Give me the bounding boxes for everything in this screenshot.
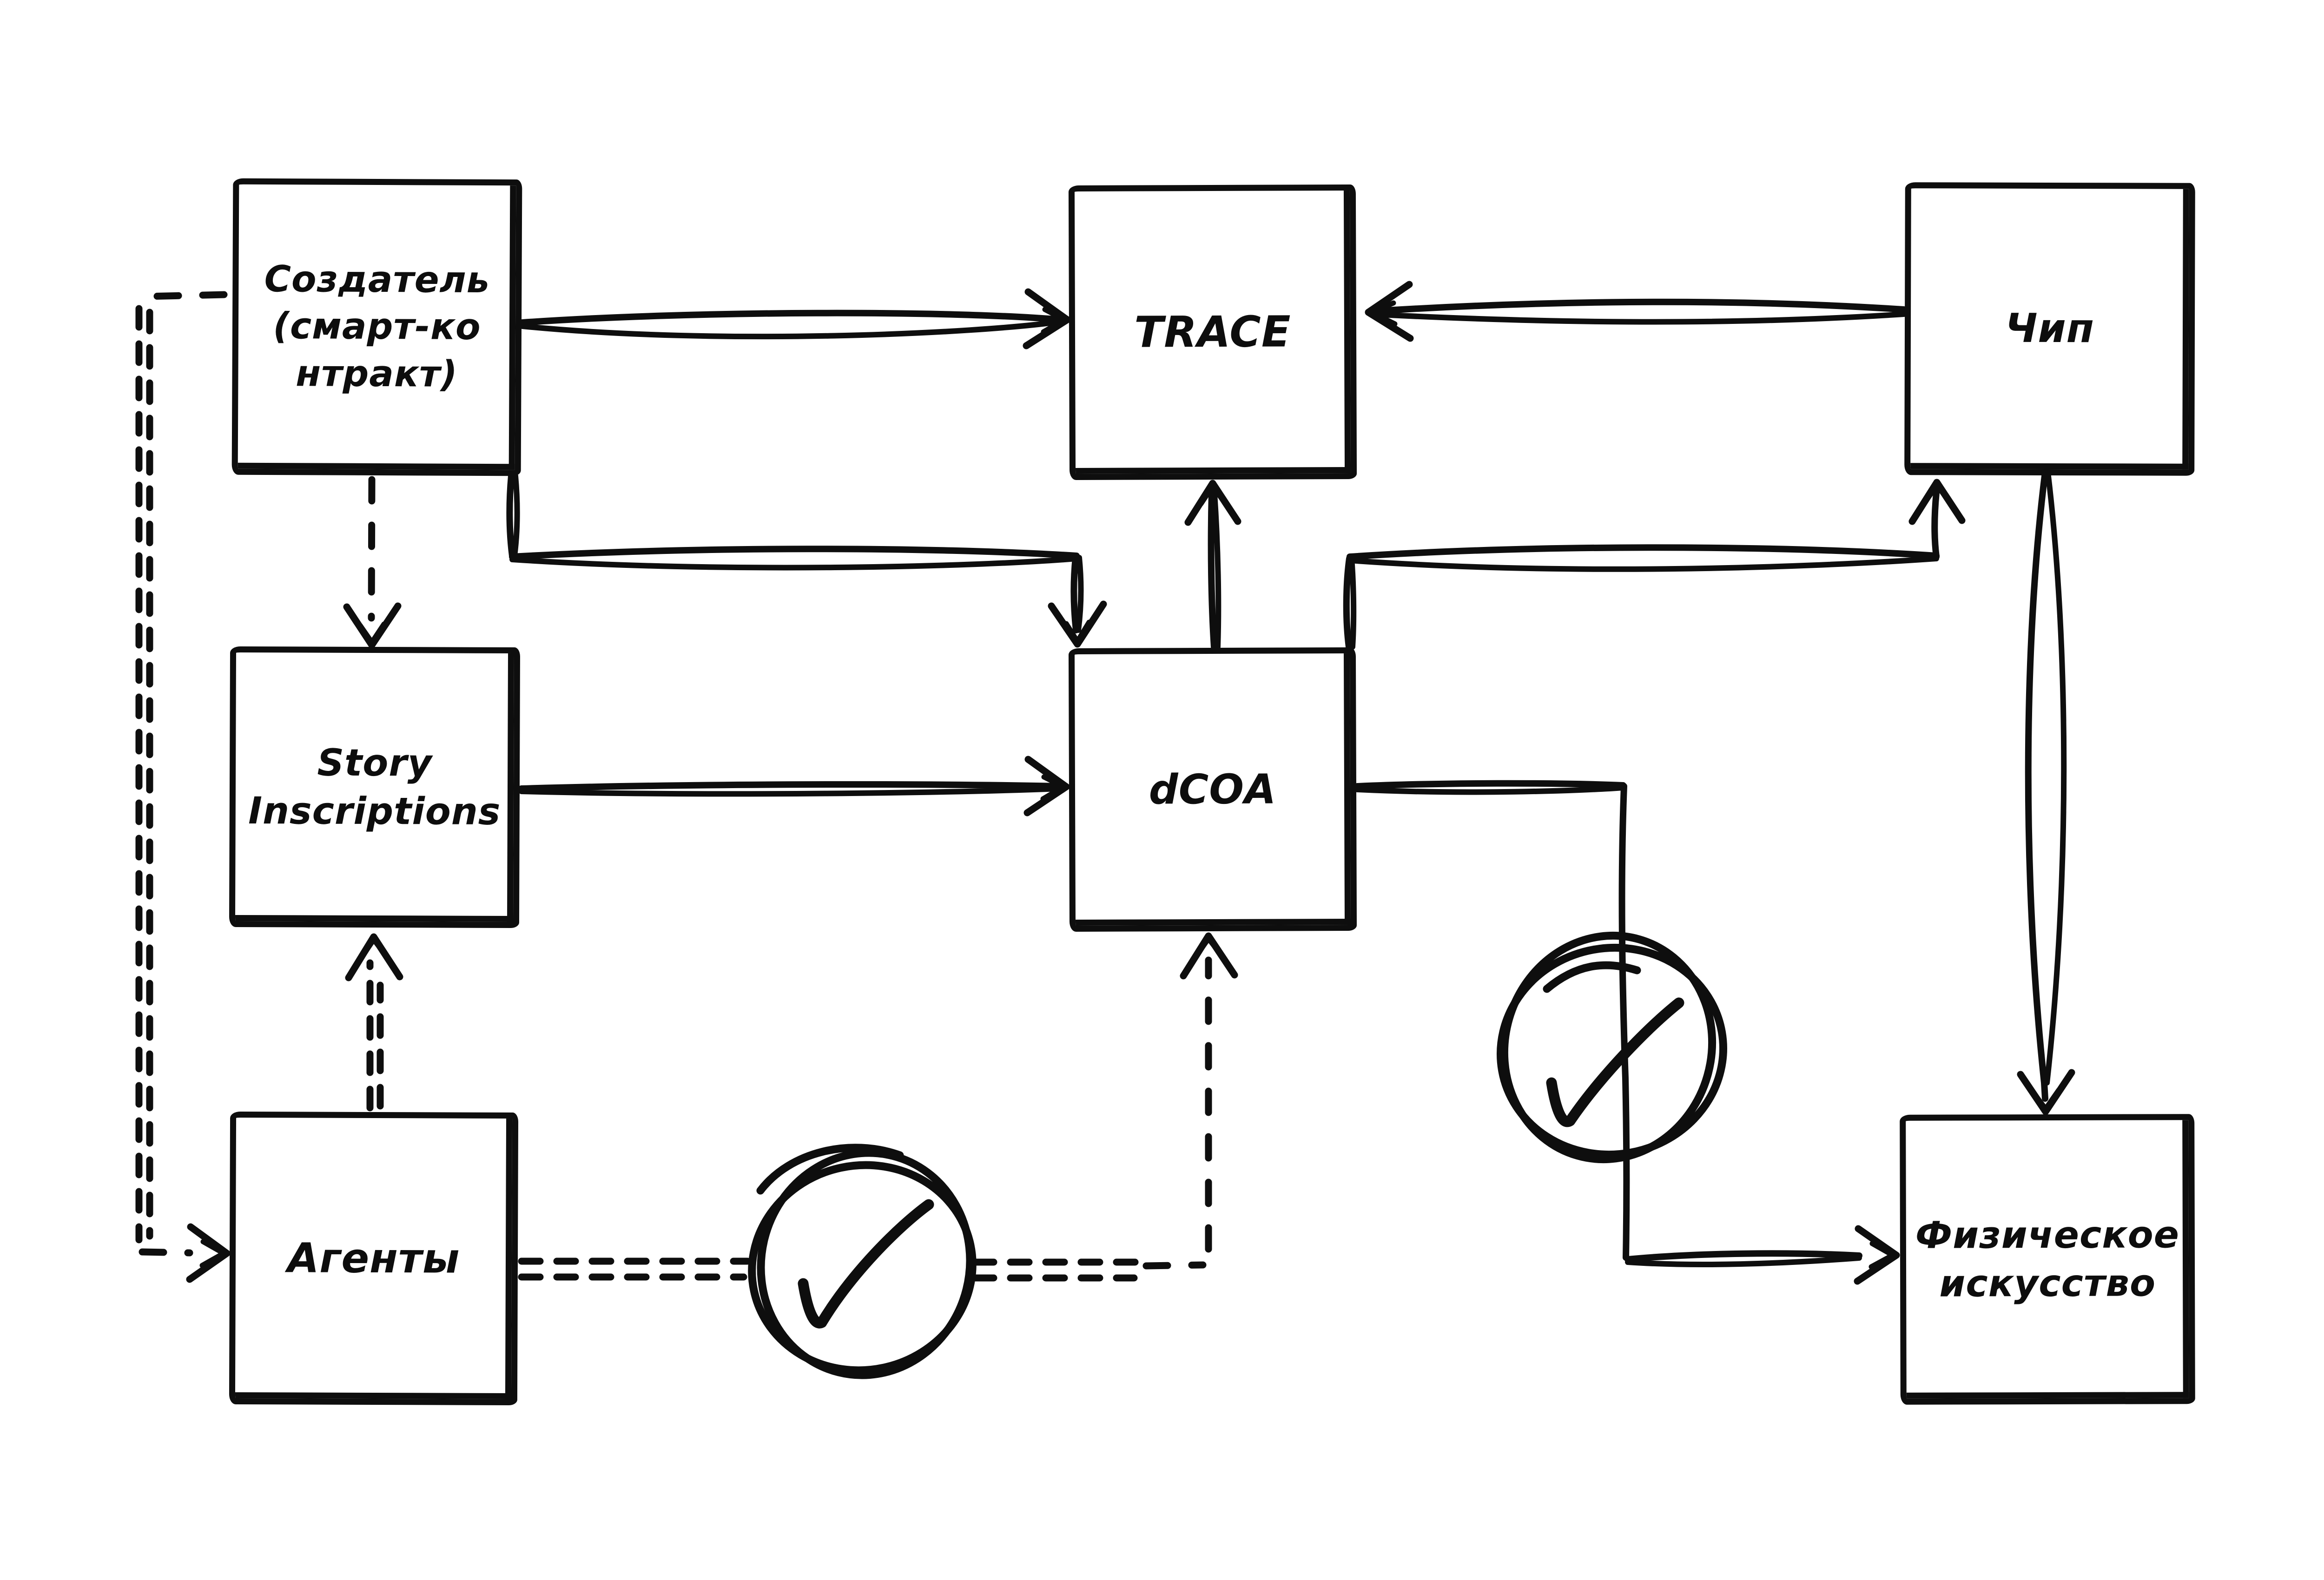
edge-line — [1347, 544, 1940, 560]
edge-chip-to-physical — [2017, 469, 2075, 1115]
edge-line — [1070, 554, 1079, 633]
arrowhead-icon — [1063, 619, 1092, 644]
edge-line — [506, 473, 515, 559]
checkmark-badge-dcoa-physical — [1497, 931, 1727, 1164]
arrowhead-icon — [1040, 774, 1066, 802]
edge-creator-to-agents — [135, 291, 231, 1283]
edge-line — [368, 476, 376, 622]
node-story: Story Inscriptions — [229, 646, 521, 928]
arrowhead-icon — [1041, 307, 1067, 335]
edge-line — [1208, 490, 1217, 650]
arrowhead-icon — [1908, 479, 1966, 525]
scribble-circle-icon — [1543, 961, 1641, 993]
edge-line — [2044, 469, 2067, 1086]
edge-line — [1343, 555, 1353, 650]
arrowhead-icon — [345, 933, 403, 981]
edge-dcoa-to-physical — [1354, 780, 1900, 1285]
edge-line — [141, 291, 228, 300]
edge-line — [2025, 469, 2048, 1102]
scribble-circle-icon — [1500, 931, 1717, 1164]
node-trace: TRACE — [1068, 184, 1357, 481]
edge-line — [1624, 1250, 1862, 1263]
node-creator: Создатель (смарт-ко нтракт) — [231, 178, 522, 476]
edge-line — [1367, 298, 1907, 315]
scribble-circle-icon — [756, 1144, 904, 1195]
edge-agents-to-dcoa — [518, 932, 1238, 1282]
check-icon — [798, 1199, 934, 1329]
edge-line — [1367, 311, 1907, 325]
arrowhead-icon — [1922, 482, 1952, 506]
arrowhead-icon — [2017, 1069, 2075, 1115]
arrowhead-icon — [1854, 1225, 1900, 1285]
edge-line — [512, 473, 520, 559]
edge-agents-to-story — [345, 933, 403, 1112]
edge-line — [1354, 780, 1626, 790]
node-chip: Чип — [1904, 182, 2195, 476]
edge-line — [509, 546, 1080, 560]
arrowhead-icon — [1023, 288, 1071, 349]
edge-line — [1354, 785, 1626, 795]
arrowhead-icon — [1180, 932, 1238, 980]
node-physical: Физическое искусство — [1900, 1114, 2195, 1405]
edge-dcoa-to-trace — [1184, 480, 1241, 650]
arrowhead-icon — [1868, 1241, 1895, 1270]
edge-creator-to-story — [343, 476, 402, 649]
edge-line — [139, 1248, 193, 1257]
edge-line — [1931, 489, 1940, 560]
arrowhead-icon — [1198, 483, 1228, 507]
arrowhead-icon — [186, 1223, 231, 1283]
arrowhead-icon — [343, 602, 402, 649]
arrowhead-icon — [357, 621, 387, 645]
edge-line — [1347, 556, 1939, 572]
edge-chip-to-trace — [1365, 281, 1907, 342]
edge-creator-to-dcoa — [506, 473, 1107, 648]
check-icon — [1546, 997, 1684, 1127]
checkmark-badge-agents-dcoa — [748, 1144, 977, 1379]
edge-creator-to-trace — [519, 288, 1071, 349]
edge-line — [520, 319, 1063, 340]
edge-line — [518, 781, 1063, 792]
arrowhead-icon — [2030, 1087, 2061, 1112]
arrowhead-icon — [1193, 936, 1224, 959]
edge-line — [519, 309, 1064, 326]
edge-line — [1618, 783, 1630, 1261]
edge-line — [1625, 1255, 1862, 1268]
edge-line — [519, 786, 1063, 797]
arrowhead-icon — [1365, 281, 1414, 342]
edge-line — [1212, 491, 1221, 650]
arrowhead-icon — [1048, 600, 1107, 648]
arrowhead-icon — [1368, 300, 1398, 327]
edge-line — [1349, 556, 1357, 650]
edge-line — [1076, 555, 1084, 633]
node-dcoa: dCOA — [1068, 647, 1357, 932]
edge-line — [1142, 1261, 1207, 1270]
node-agents: Агенты — [229, 1111, 519, 1406]
edge-line — [509, 556, 1079, 571]
edge-story-to-dcoa — [518, 756, 1070, 816]
arrowhead-icon — [1184, 480, 1241, 526]
edge-dcoa-to-chip — [1343, 479, 1966, 650]
arrowhead-icon — [358, 937, 390, 961]
arrowhead-icon — [1023, 756, 1070, 816]
arrowhead-icon — [199, 1239, 226, 1268]
